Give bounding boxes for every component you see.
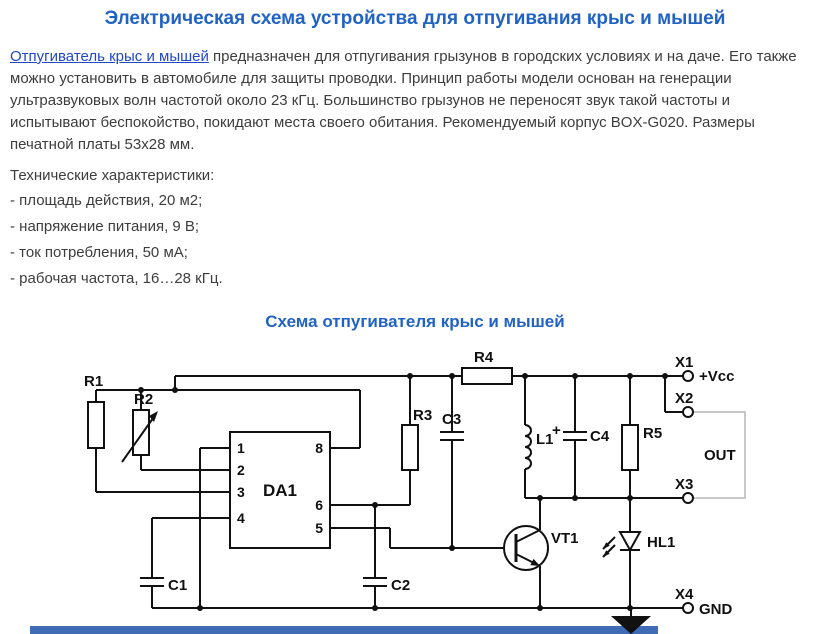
- label-vcc: +Vcc: [699, 368, 734, 385]
- resistor-r3: [402, 425, 418, 470]
- ground-symbol-icon: [611, 616, 651, 634]
- pin-label-8: 8: [315, 440, 323, 456]
- transistor-vt1: [504, 526, 548, 570]
- led-arrow-icon: [603, 542, 610, 549]
- capacitor-c1: [140, 578, 164, 586]
- label-x1: X1: [675, 354, 693, 371]
- pin-label-5: 5: [315, 520, 323, 536]
- terminal-x2: [683, 407, 693, 417]
- label-vt1: VT1: [551, 530, 579, 547]
- label-l1: L1: [536, 431, 554, 448]
- resistor-r5: [622, 425, 638, 470]
- label-r4: R4: [474, 349, 494, 366]
- label-gnd: GND: [699, 601, 733, 618]
- trimmer-arrow-icon: [149, 411, 158, 422]
- terminal-x4: [683, 603, 693, 613]
- label-x4: X4: [675, 586, 694, 603]
- repeller-link[interactable]: Отпугиватель крыс и мышей: [10, 48, 209, 65]
- label-r3: R3: [413, 407, 432, 424]
- label-r2: R2: [134, 391, 153, 408]
- resistor-r4: [462, 368, 512, 384]
- label-da1: DA1: [263, 481, 297, 500]
- label-out: OUT: [704, 447, 736, 464]
- ic-da1: [230, 432, 330, 548]
- terminal-x3: [683, 493, 693, 503]
- junction-dots: [138, 373, 668, 611]
- pin-label-2: 2: [237, 462, 245, 478]
- label-c3: C3: [442, 411, 461, 428]
- label-c1: C1: [168, 577, 187, 594]
- label-r1: R1: [84, 373, 103, 390]
- label-x2: X2: [675, 390, 693, 407]
- page-title: Электрическая схема устройства для отпуг…: [104, 8, 726, 29]
- pin-label-3: 3: [237, 484, 245, 500]
- label-c2: C2: [391, 577, 410, 594]
- label-r5: R5: [643, 425, 662, 442]
- pin-label-4: 4: [237, 510, 245, 526]
- resistor-r2-trimmer: [122, 410, 158, 462]
- specs-heading: Технические характеристики:: [10, 167, 215, 184]
- intro-paragraph: Отпугиватель крыс и мышей предназначен д…: [10, 46, 816, 156]
- pin-label-1: 1: [237, 440, 245, 456]
- intro-text: предназначен для отпугивания грызунов в …: [10, 48, 797, 153]
- label-c4-plus: +: [552, 422, 561, 439]
- label-hl1: HL1: [647, 534, 675, 551]
- spec-item-area: - площадь действия, 20 м2;: [10, 192, 203, 209]
- spec-item-voltage: - напряжение питания, 9 В;: [10, 218, 200, 235]
- circuit-schematic: R1 R2 R3 R4 R5 C1 C2 C3 + C4 L1 DA1 VT1 …: [84, 349, 830, 634]
- capacitor-c4-polarized: [563, 432, 587, 440]
- terminal-x1: [683, 371, 693, 381]
- out-bracket: [694, 412, 745, 498]
- label-c4: C4: [590, 428, 610, 445]
- led-arrow-icon: [603, 550, 610, 557]
- capacitor-c3: [440, 432, 464, 440]
- emitter-arrow-icon: [530, 558, 540, 566]
- capacitor-c2: [363, 578, 387, 586]
- bottom-bar: [30, 626, 658, 634]
- wires: [96, 376, 683, 616]
- schematic-title: Схема отпугивателя крыс и мышей: [265, 312, 565, 331]
- led-hl1: [603, 531, 642, 557]
- pin-label-6: 6: [315, 497, 323, 513]
- resistor-r1: [88, 402, 104, 448]
- spec-item-current: - ток потребления, 50 мА;: [10, 244, 188, 261]
- inductor-l1: [525, 425, 531, 469]
- spec-item-frequency: - рабочая частота, 16…28 кГц.: [10, 270, 223, 287]
- label-x3: X3: [675, 476, 693, 493]
